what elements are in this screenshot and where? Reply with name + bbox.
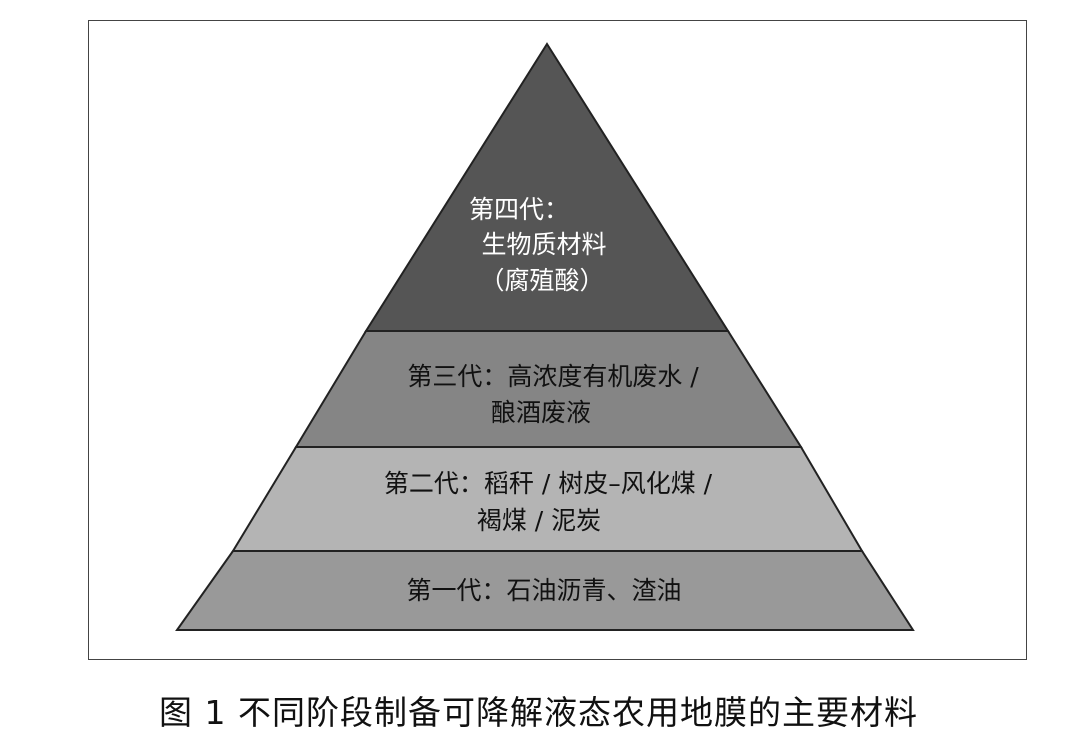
figure-frame xyxy=(88,20,1027,660)
tier-gen3-line-2: 酿酒废液 xyxy=(491,398,591,427)
tier-gen3-line-1: 第三代：高浓度有机废水 / xyxy=(407,362,699,391)
tier-gen4-shape xyxy=(364,42,730,332)
tier-gen2-line-2: 褐煤 / 泥炭 xyxy=(477,506,601,535)
tier-gen4-line-3: （腐殖酸） xyxy=(479,266,604,295)
tier-gen3-label: 第三代：高浓度有机废水 / 酿酒废液 xyxy=(407,362,699,427)
tier-gen4-label: 第四代： 生物质材料 （腐殖酸） xyxy=(469,195,607,295)
tier-gen2-label: 第二代：稻秆 / 树皮–风化煤 / 褐煤 / 泥炭 xyxy=(384,469,713,535)
tier-gen4-line-2: 生物质材料 xyxy=(481,230,606,259)
tier-gen1-line-1: 第一代：石油沥青、渣油 xyxy=(406,576,681,605)
tier-gen2-line-1: 第二代：稻秆 / 树皮–风化煤 / xyxy=(384,469,713,498)
tier-gen2-shape xyxy=(231,446,864,552)
tier-gen1-label: 第一代：石油沥青、渣油 xyxy=(406,576,681,605)
tier-gen4-line-1: 第四代： xyxy=(469,195,569,224)
figure-caption: 图 1 不同阶段制备可降解液态农用地膜的主要材料 xyxy=(159,693,918,732)
